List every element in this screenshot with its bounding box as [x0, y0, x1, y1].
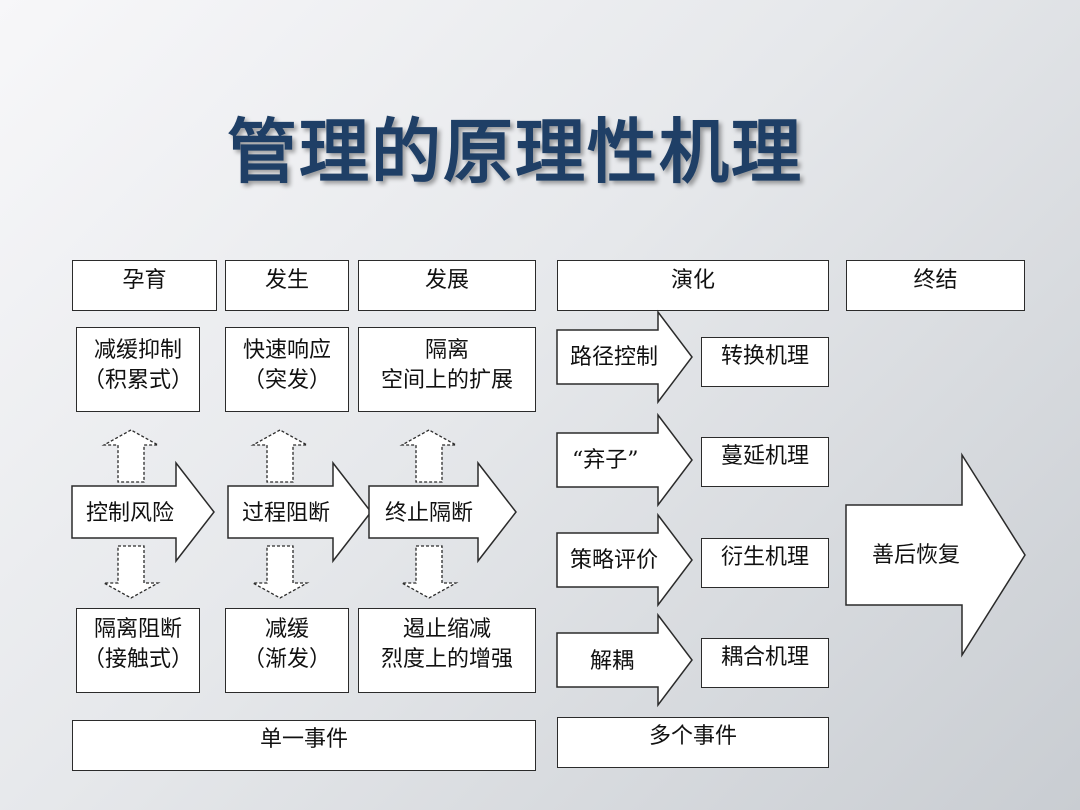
mechanism-box-transformation: 转换机理 — [701, 337, 829, 387]
arrow-label-aftermath-recovery: 善后恢复 — [872, 543, 960, 568]
lower-box-incubation-line1: 隔离阻断 — [93, 617, 182, 642]
upper-box-incubation-line1: 减缓抑制 — [93, 338, 182, 363]
arrow-label-process-block: 过程阻断 — [242, 501, 330, 526]
stage-header-occurrence: 发生 — [225, 260, 349, 311]
arrow-aftermath-recovery — [845, 452, 1026, 658]
dashed-up-arrow-incubation — [101, 429, 161, 483]
lower-box-development-line1: 遏止缩减 — [402, 617, 491, 642]
upper-box-development: 隔离 空间上的扩展 — [358, 327, 536, 412]
dashed-up-arrow-development — [399, 429, 459, 483]
arrow-terminate-isolate — [368, 460, 517, 564]
upper-box-development-line2: 空间上的扩展 — [380, 368, 513, 393]
lower-box-incubation: 隔离阻断 （接触式） — [76, 608, 200, 693]
lower-box-occurrence-line1: 减缓 — [264, 617, 309, 642]
lower-box-occurrence: 减缓 （渐发） — [225, 608, 349, 693]
stage-header-termination: 终结 — [846, 260, 1025, 311]
arrow-label-path-control: 路径控制 — [570, 345, 658, 370]
mechanism-box-derivation: 衍生机理 — [701, 538, 829, 588]
upper-box-incubation-line2: （积累式） — [82, 368, 193, 393]
arrow-path-control — [556, 309, 693, 405]
upper-box-occurrence-line2: （突发） — [242, 368, 331, 393]
arrow-decoupling — [556, 612, 693, 708]
stage-header-development: 发展 — [358, 260, 536, 311]
dashed-down-arrow-occurrence — [250, 545, 310, 599]
arrow-abandon-piece — [556, 412, 693, 508]
arrow-control-risk — [71, 460, 215, 564]
lower-box-occurrence-line2: （渐发） — [242, 647, 331, 672]
lower-box-development: 遏止缩减 烈度上的增强 — [358, 608, 536, 693]
upper-box-occurrence-line1: 快速响应 — [242, 338, 331, 363]
arrow-label-decoupling: 解耦 — [590, 649, 634, 674]
stage-header-evolution: 演化 — [557, 260, 829, 311]
mechanism-box-coupling: 耦合机理 — [701, 638, 829, 688]
arrow-label-terminate-isolate: 终止隔断 — [385, 501, 473, 526]
dashed-down-arrow-incubation — [101, 545, 161, 599]
lower-box-incubation-line2: （接触式） — [82, 647, 193, 672]
dashed-down-arrow-development — [399, 545, 459, 599]
arrow-process-block — [227, 460, 372, 564]
stage-header-incubation: 孕育 — [72, 260, 217, 311]
bottom-label-single-event: 单一事件 — [72, 720, 536, 771]
upper-box-development-line1: 隔离 — [424, 338, 469, 363]
upper-box-incubation: 减缓抑制 （积累式） — [76, 327, 200, 412]
arrow-label-strategy-evaluation: 策略评价 — [570, 548, 658, 573]
arrow-strategy-evaluation — [556, 512, 693, 608]
upper-box-occurrence: 快速响应 （突发） — [225, 327, 349, 412]
dashed-up-arrow-occurrence — [250, 429, 310, 483]
arrow-label-control-risk: 控制风险 — [86, 501, 174, 526]
page-title: 管理的原理性机理 — [227, 110, 803, 193]
lower-box-development-line2: 烈度上的增强 — [380, 647, 513, 672]
mechanism-box-spread: 蔓延机理 — [701, 437, 829, 487]
bottom-label-multiple-events: 多个事件 — [557, 717, 829, 768]
arrow-label-abandon-piece: “弃子” — [572, 448, 639, 473]
